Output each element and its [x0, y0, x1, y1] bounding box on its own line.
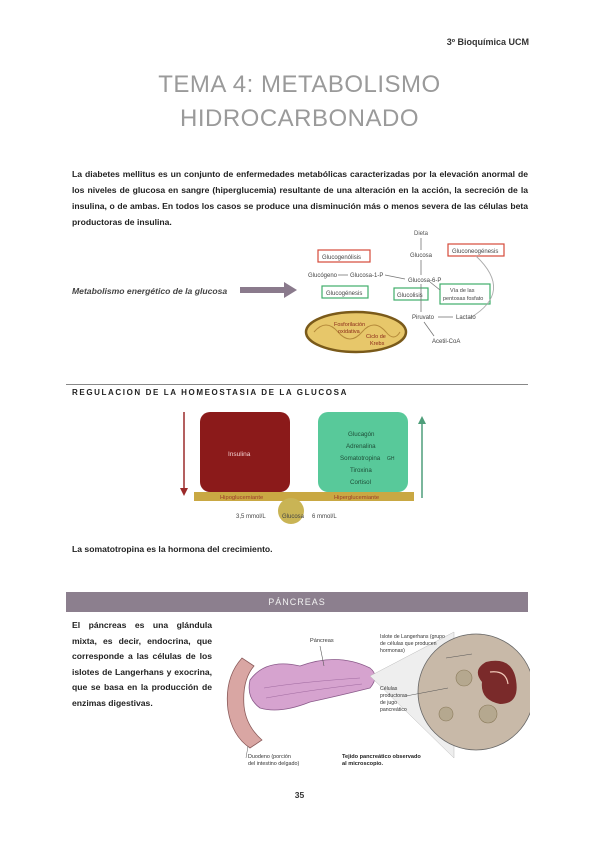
- page-number: 35: [294, 790, 305, 800]
- krebs-text-1: Ciclo de: [366, 334, 386, 340]
- gluconeogenesis-text: Gluconeogénesis: [452, 249, 498, 255]
- fosforilacion-text-1: Fosforilación: [334, 322, 365, 328]
- hiperglucemiante-text: Hiperglucemiante: [334, 495, 379, 501]
- somatotropin-note: La somatotropina es la hormona del creci…: [72, 544, 273, 554]
- glucose-metabolism-diagram: Dieta Glucogenólisis Gluconeogénesis Glu…: [300, 222, 514, 356]
- low-value-text: 3,5 mmol/L: [236, 514, 266, 520]
- label-celulas-4: pancreático: [380, 707, 407, 713]
- label-duodeno-1: Duodeno (porción: [248, 754, 291, 760]
- hormona-glucagon: Glucagón: [348, 431, 375, 438]
- hormona-somatotropina: Somatotropina: [340, 455, 381, 462]
- intro-paragraph: La diabetes mellitus es un conjunto de e…: [72, 169, 528, 227]
- label-celulas-3: de jugo: [380, 700, 397, 706]
- label-islote-1: Islote de Langerhans (grupo: [380, 634, 445, 640]
- via-pentosas-text-2: pentosas fosfato: [443, 296, 483, 302]
- label-celulas-1: Células: [380, 686, 398, 692]
- gh-text: GH: [387, 456, 395, 462]
- glucosa-6p-text: Glucosa-6-P: [408, 278, 441, 284]
- page-title-line-2: HIDROCARBONADO: [179, 105, 420, 132]
- label-islote-2: de células que producen: [380, 641, 437, 647]
- piruvato-text: Piruvato: [412, 315, 435, 321]
- pancreas-paragraph: El páncreas es una glándula mixta, es de…: [72, 620, 212, 708]
- glucolisis-text: Glucolisis: [397, 293, 423, 299]
- metabolism-label: Metabolismo energético de la glucosa: [72, 286, 228, 296]
- page-title-line-1: TEMA 4: METABOLISMO: [158, 71, 441, 98]
- fosforilacion-text-2: oxidativa: [338, 329, 361, 335]
- insulina-text: Insulina: [228, 451, 251, 458]
- glucogenesis-text: Glucogénesis: [326, 291, 362, 297]
- hormona-adrenalina: Adrenalina: [346, 443, 376, 450]
- glucosa-fulcrum-text: Glucosa: [282, 514, 305, 520]
- acetil-coa-text: Acetil-CoA: [432, 339, 460, 345]
- label-islote-3: hormonas): [380, 648, 405, 654]
- pancreas-illustration: Páncreas Islote de Langerhans (grupo de …: [226, 631, 530, 767]
- lactato-text: Lactato: [456, 315, 476, 321]
- glucosa-text: Glucosa: [410, 253, 433, 259]
- glucogeno-text: Glucógeno: [308, 273, 338, 279]
- high-value-text: 6 mmol/L: [312, 514, 337, 520]
- section-rule-top: [66, 384, 528, 385]
- krebs-text-2: Krebs: [370, 341, 385, 347]
- dieta-text: Dieta: [414, 231, 429, 237]
- metabolism-arrow: [240, 282, 297, 298]
- label-duodeno-2: del intestino delgado): [248, 761, 299, 767]
- label-tejido-2: al microscopio.: [342, 761, 383, 767]
- course-header: 3º Bioquímica UCM: [446, 37, 529, 47]
- via-pentosas-text-1: Vía de las: [450, 288, 475, 294]
- glucose-homeostasis-diagram: Insulina Glucagón Adrenalina Somatotropi…: [180, 412, 426, 524]
- label-celulas-2: productoras: [380, 693, 408, 699]
- homeostasis-heading: REGULACION DE LA HOMEOSTASIA DE LA GLUCO…: [72, 388, 348, 397]
- label-tejido-1: Tejido pancreático observado: [342, 754, 421, 760]
- glucosa-1p-text: Glucosa-1-P: [350, 273, 383, 279]
- hormona-cortisol: Cortisol: [350, 479, 371, 486]
- hormona-tiroxina: Tiroxina: [350, 467, 372, 474]
- pancreas-heading: PÁNCREAS: [66, 592, 528, 612]
- glucogenolisis-text: Glucogenólisis: [322, 255, 361, 261]
- hipoglucemiante-text: Hipoglucemiante: [220, 495, 263, 501]
- label-pancreas: Páncreas: [310, 638, 334, 644]
